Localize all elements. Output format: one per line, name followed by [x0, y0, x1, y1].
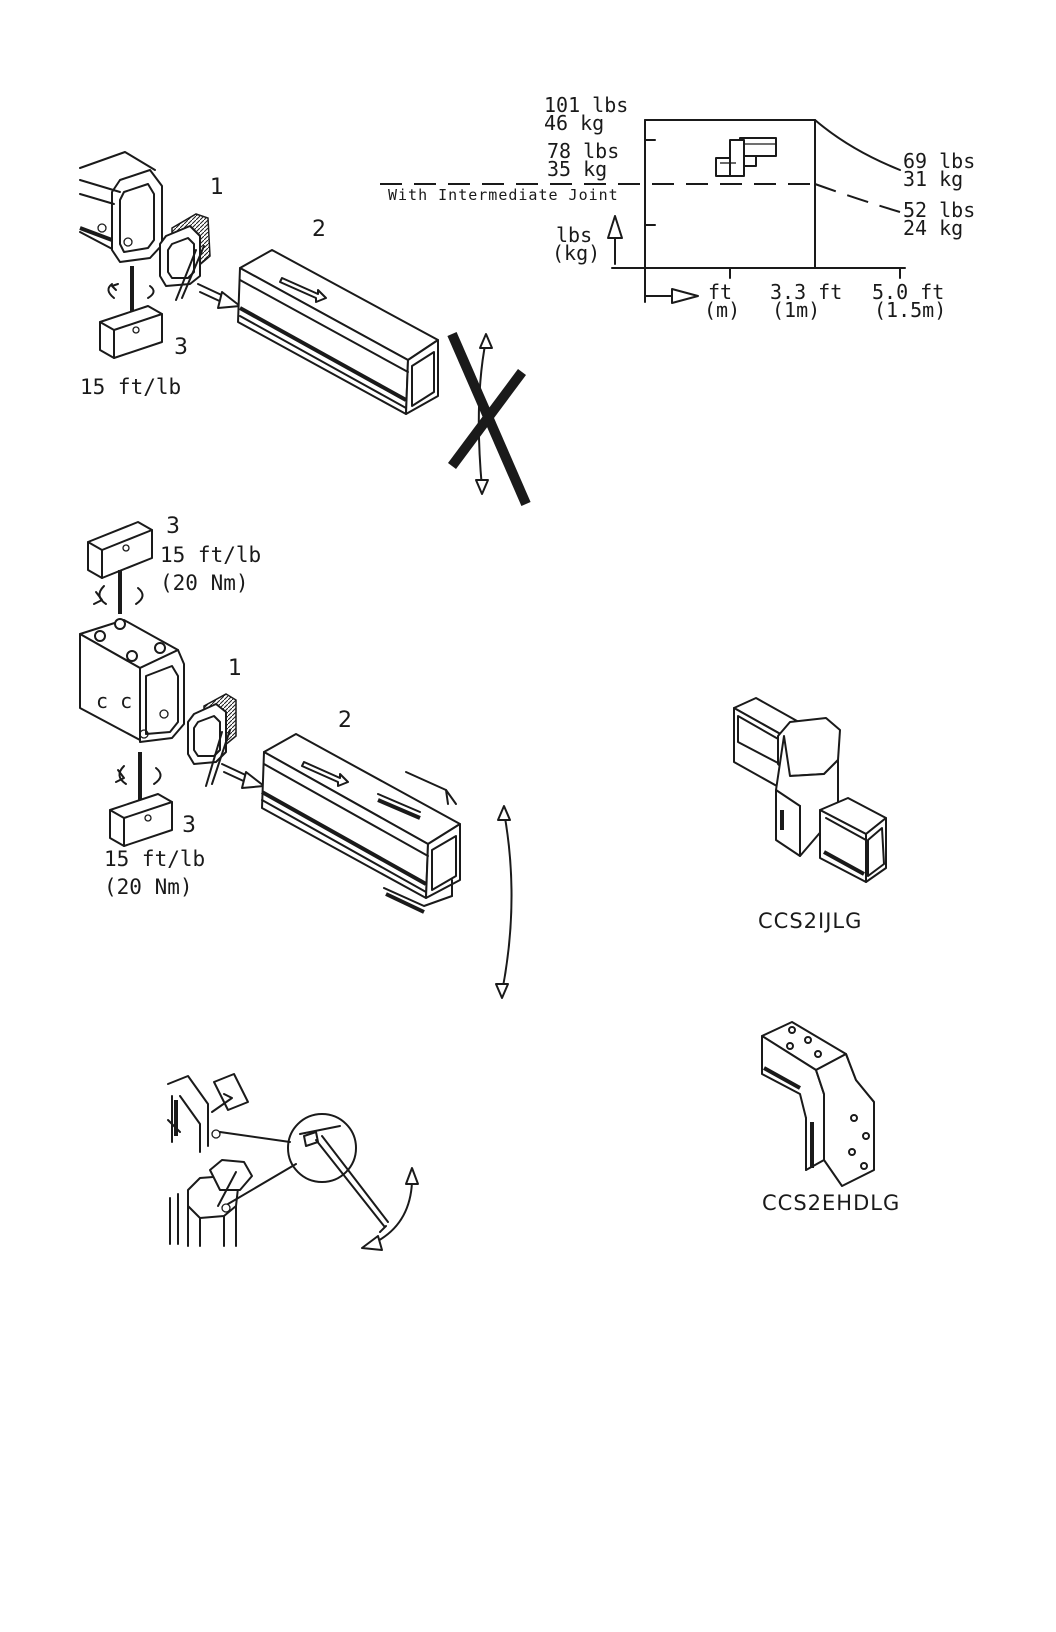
part-label-intermediate-joint: CCS2IJLG [758, 909, 862, 933]
y-axis-unit-metric: (kg) [552, 241, 600, 265]
step2-new-tube [262, 734, 460, 912]
step3-upper-joint [168, 1074, 248, 1152]
step2-callout-3-bottom: 3 [182, 813, 196, 838]
intermediate-joint-label: With Intermediate Joint [388, 186, 619, 204]
step1-hex-key [100, 266, 162, 358]
y-axis-arrow-icon [608, 216, 622, 264]
step2-pivot-arrow-icon [496, 806, 512, 998]
load-right-top-kg: 31 kg [903, 167, 963, 191]
step2-insert-arrow-icon [222, 764, 264, 788]
part-elbow-drawing [762, 1022, 874, 1186]
part-intermediate-joint-drawing [734, 698, 886, 882]
load-curve [815, 120, 900, 170]
step2-bottom-hex-key [110, 752, 172, 846]
step2-torque-top-metric: (20 Nm) [160, 571, 249, 595]
x-tick-1-metric: (1m) [772, 298, 820, 322]
load-right-low-kg: 24 kg [903, 216, 963, 240]
step2-callout-3-top: 3 [166, 514, 180, 539]
step1-callout-1: 1 [210, 175, 224, 200]
step3-lower-joint [170, 1160, 252, 1246]
step2-callout-2: 2 [338, 708, 352, 733]
step2-existing-tube: c c [80, 619, 184, 742]
part-label-elbow: CCS2EHDLG [762, 1191, 900, 1215]
step3-cap-removal-detail [168, 1074, 418, 1250]
do-not-bend-x-icon [452, 334, 526, 504]
step2-torque-bottom: 15 ft/lb [104, 847, 205, 871]
x-axis-arrow-icon [645, 289, 698, 303]
svg-text:c c: c c [96, 689, 132, 713]
joint-icon [716, 138, 776, 176]
step1-insert-arrow-icon [198, 284, 240, 308]
step1-new-tube [238, 250, 438, 414]
step1-callout-3: 3 [174, 335, 188, 360]
load-mid-kg: 35 kg [547, 157, 607, 181]
load-top-kg: 46 kg [544, 111, 604, 135]
step1-existing-tube [80, 152, 162, 262]
x-tick-2-metric: (1.5m) [874, 298, 946, 322]
step1-torque: 15 ft/lb [80, 375, 181, 399]
step2-top-hex-key [88, 522, 152, 614]
load-capacity-chart: 101 lbs 46 kg 78 lbs 35 kg With Intermed… [380, 93, 975, 322]
step2-assembly: 3 15 ft/lb (20 Nm) c c [80, 514, 512, 998]
step2-torque-bottom-metric: (20 Nm) [104, 875, 193, 899]
x-axis-unit-metric: (m) [704, 298, 740, 322]
step2-connector-insert [188, 694, 236, 786]
intermediate-joint-curve [815, 184, 900, 212]
step1-assembly: 1 2 3 15 ft/lb [80, 152, 526, 504]
step2-torque-top: 15 ft/lb [160, 543, 261, 567]
step1-callout-2: 2 [312, 217, 326, 242]
step2-callout-1: 1 [228, 656, 242, 681]
